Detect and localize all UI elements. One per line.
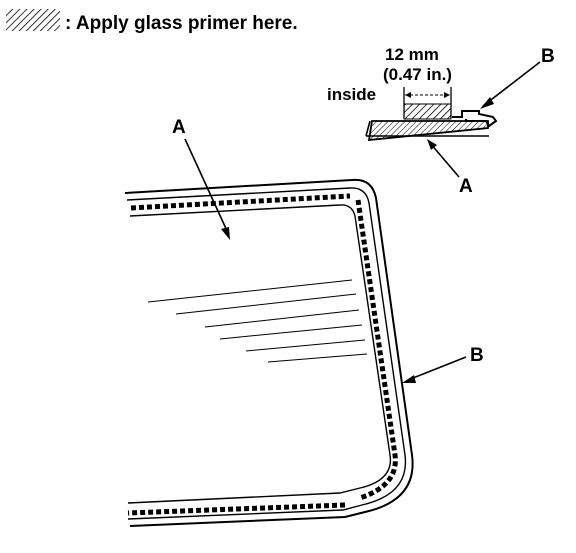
dimension-mm-label: 12 mm	[385, 45, 439, 64]
primer-bead-top	[130, 193, 351, 211]
detail-section: 12 mm (0.47 in.) inside B A	[327, 45, 555, 197]
glass-reflection-lines	[147, 279, 368, 363]
dimension-in-label: (0.47 in.)	[383, 65, 452, 84]
primer-area	[403, 103, 452, 120]
hatch-swatch-icon	[6, 9, 60, 31]
primer-bead-right	[355, 199, 398, 501]
legend: : Apply glass primer here.	[6, 9, 298, 34]
main-callout-a: A	[172, 117, 186, 138]
molding-section	[452, 110, 498, 128]
detail-callout-a: A	[459, 176, 473, 197]
glass-inner-edge	[127, 204, 392, 504]
molding-outer-edge	[124, 178, 414, 527]
inside-label: inside	[327, 85, 376, 104]
glass-section	[367, 120, 489, 142]
main-callout-b: B	[470, 345, 484, 366]
primer-bead-bottom	[127, 502, 346, 516]
detail-callout-b: B	[541, 46, 555, 67]
glass-main-view: A B	[124, 117, 484, 527]
legend-text: : Apply glass primer here.	[65, 13, 298, 34]
